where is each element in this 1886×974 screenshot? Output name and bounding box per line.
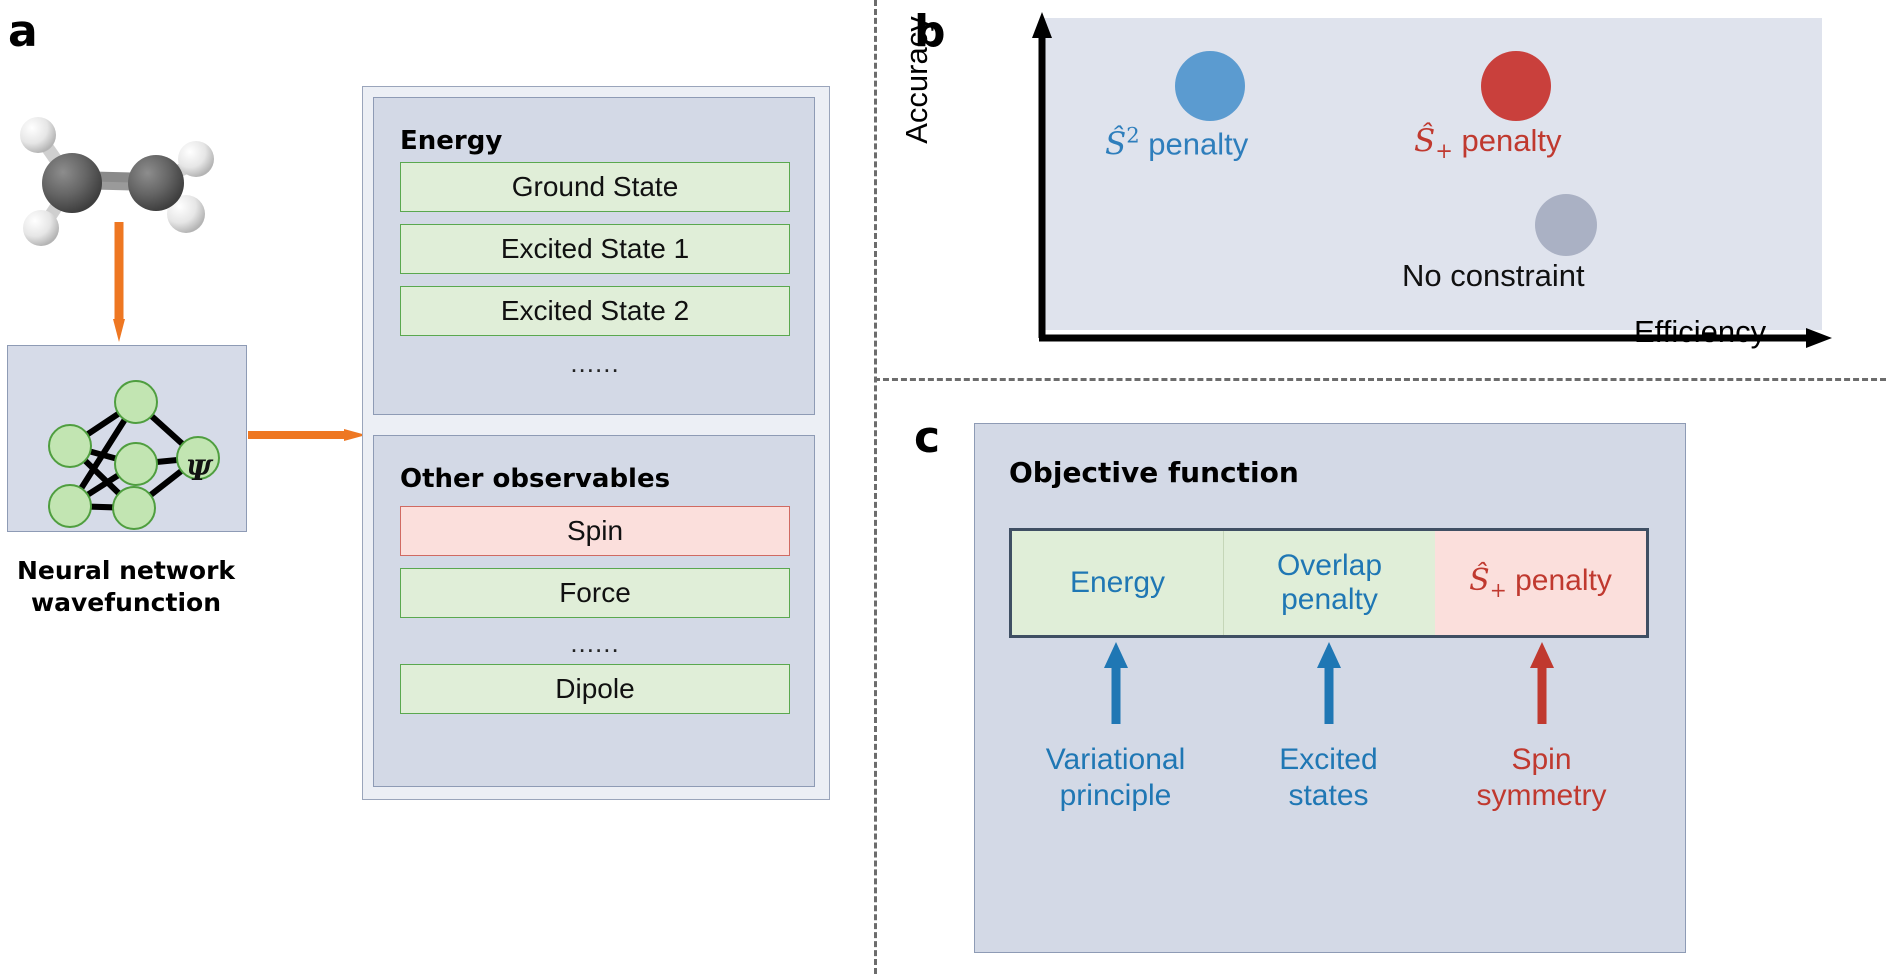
- splus-penalty-text: penalty: [1452, 123, 1562, 158]
- divider-horizontal: [874, 378, 1886, 381]
- energy-section-title: Energy: [400, 126, 503, 156]
- energy-item-ground-state[interactable]: Ground State: [400, 162, 790, 212]
- accuracy-efficiency-plot-area: Ŝ2 penalty Ŝ+ penalty No constraint: [1042, 18, 1822, 330]
- excited-states-line-1: Excited: [1279, 743, 1378, 776]
- objective-components-row: Energy Overlap penalty Ŝ+ penalty: [1009, 528, 1649, 638]
- observables-section-title: Other observables: [400, 464, 671, 494]
- divider-vertical: [874, 0, 877, 974]
- neural-network-caption: Neural network wavefunction: [0, 555, 252, 618]
- spin-symmetry-line-1: Spin: [1511, 743, 1572, 776]
- variational-principle-line-1: Variational: [1045, 743, 1186, 776]
- spin-symmetry-line-2: symmetry: [1476, 779, 1607, 812]
- arrow-right-icon: [248, 429, 366, 441]
- bubble-splus-penalty[interactable]: [1481, 51, 1551, 121]
- observable-item-dipole[interactable]: Dipole: [400, 664, 790, 714]
- neural-network-graph-icon: [48, 380, 220, 530]
- objective-cell-energy[interactable]: Energy: [1012, 531, 1223, 635]
- source-label-spin-symmetry: Spin symmetry: [1435, 742, 1648, 814]
- no-constraint-text: No constraint: [1402, 258, 1585, 293]
- source-label-excited-states: Excited states: [1222, 742, 1435, 814]
- source-label-variational-principle: Variational principle: [1009, 742, 1222, 814]
- panel-a: a: [0, 0, 870, 974]
- energy-item-excited-state-1[interactable]: Excited State 1: [400, 224, 790, 274]
- neural-network-box: Ψ: [7, 345, 247, 532]
- bubble-s2-penalty[interactable]: [1175, 51, 1245, 121]
- plot-axes: [1032, 12, 1832, 348]
- observables-ellipsis: ......: [570, 627, 620, 658]
- observable-item-force[interactable]: Force: [400, 568, 790, 618]
- outputs-frame: Energy Ground State Excited State 1 Exci…: [362, 86, 830, 800]
- objective-splus-label: Ŝ+ penalty: [1469, 562, 1612, 602]
- objective-function-box: Objective function Energy Overlap penalt…: [974, 423, 1686, 953]
- objective-cell-overlap-penalty[interactable]: Overlap penalty: [1223, 531, 1435, 635]
- objective-function-title: Objective function: [1009, 456, 1299, 489]
- panel-c-letter: c: [914, 412, 941, 463]
- label-no-constraint: No constraint: [1402, 258, 1585, 294]
- observables-section: Other observables Spin Force ...... Dipo…: [373, 435, 815, 787]
- energy-section: Energy Ground State Excited State 1 Exci…: [373, 97, 815, 415]
- panel-c: c Objective function Energy Overlap pena…: [874, 378, 1886, 974]
- variational-principle-line-2: principle: [1059, 779, 1172, 812]
- label-splus-penalty: Ŝ+ penalty: [1414, 123, 1562, 163]
- label-s2-penalty: Ŝ2 penalty: [1105, 123, 1248, 162]
- panel-b: b Ŝ2 penalty Ŝ+ penalty No constraint Ac…: [874, 0, 1886, 378]
- s2-operator-symbol: Ŝ2: [1105, 123, 1140, 163]
- objective-splus-operator-symbol: Ŝ+: [1469, 562, 1507, 602]
- psi-symbol-label: Ψ: [186, 454, 212, 487]
- overlap-penalty-text: Overlap penalty: [1276, 548, 1383, 617]
- bubble-no-constraint[interactable]: [1535, 194, 1597, 256]
- y-axis-label-accuracy: Accuracy: [899, 16, 934, 144]
- caption-line-2: wavefunction: [30, 587, 221, 617]
- objective-cell-splus-penalty[interactable]: Ŝ+ penalty: [1435, 531, 1646, 635]
- energy-item-excited-state-2[interactable]: Excited State 2: [400, 286, 790, 336]
- x-axis-label-efficiency: Efficiency: [1634, 314, 1767, 349]
- arrow-down-icon: [113, 222, 125, 342]
- panel-b-letter: b: [914, 6, 946, 57]
- panel-a-letter: a: [8, 6, 38, 57]
- excited-states-line-2: states: [1288, 779, 1369, 812]
- observable-item-spin[interactable]: Spin: [400, 506, 790, 556]
- s2-penalty-text: penalty: [1139, 126, 1249, 162]
- caption-line-1: Neural network: [16, 556, 236, 585]
- energy-ellipsis: ......: [570, 347, 620, 378]
- objective-source-arrows: [1104, 642, 1554, 724]
- ethylene-molecule-icon: [20, 117, 214, 246]
- splus-operator-symbol: Ŝ+: [1414, 123, 1453, 164]
